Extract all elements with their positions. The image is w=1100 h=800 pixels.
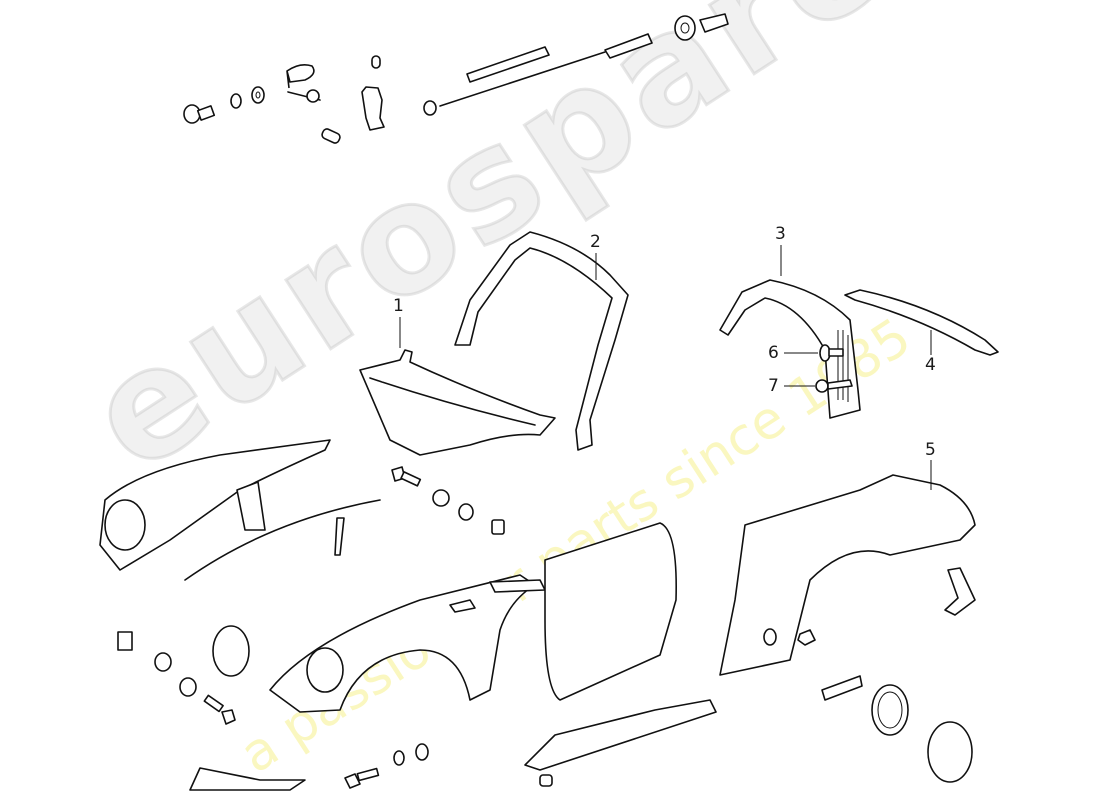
callout-5[interactable]: 5 bbox=[925, 440, 936, 460]
washer-icon bbox=[415, 743, 429, 761]
washer-icon bbox=[423, 100, 437, 116]
bolt-icon bbox=[183, 104, 216, 124]
top-hardware-group bbox=[183, 13, 729, 144]
washer-icon bbox=[179, 677, 197, 697]
plate-icon bbox=[821, 675, 863, 701]
callout-7[interactable]: 7 bbox=[768, 376, 779, 396]
strut-icon bbox=[604, 33, 653, 59]
fender-bracket-icon bbox=[236, 481, 266, 531]
door-panel bbox=[544, 522, 677, 701]
cable-line bbox=[439, 51, 606, 107]
hole-icon bbox=[763, 628, 777, 646]
washer-icon bbox=[251, 86, 265, 104]
vent-icon bbox=[449, 599, 476, 613]
part-6-fastener bbox=[819, 344, 844, 362]
washer-icon bbox=[432, 489, 450, 507]
callout-2[interactable]: 2 bbox=[590, 232, 601, 252]
callout-1[interactable]: 1 bbox=[393, 296, 404, 316]
headlamp-icon bbox=[306, 647, 344, 693]
boot-icon bbox=[699, 13, 729, 33]
part-7-screw bbox=[815, 379, 853, 393]
bumper-bracket-icon bbox=[189, 767, 306, 791]
callout-3[interactable]: 3 bbox=[775, 224, 786, 244]
bolt-icon bbox=[203, 694, 236, 725]
fuel-cap-icon bbox=[927, 721, 973, 783]
plug-icon bbox=[539, 774, 553, 787]
nut-icon bbox=[797, 629, 816, 646]
trim-piece-icon bbox=[334, 517, 345, 556]
washer-icon bbox=[458, 503, 474, 521]
bolt-icon bbox=[391, 466, 422, 487]
part-3-trim bbox=[719, 279, 861, 419]
plug-icon bbox=[371, 55, 381, 69]
trim-strip-line bbox=[184, 499, 381, 581]
front-body-panel bbox=[269, 574, 536, 713]
cowl-strip-icon bbox=[489, 579, 546, 593]
washer-icon bbox=[154, 652, 172, 672]
callout-4[interactable]: 4 bbox=[925, 355, 936, 375]
pin-icon bbox=[321, 128, 341, 144]
callout-6[interactable]: 6 bbox=[768, 343, 779, 363]
bracket-icon bbox=[944, 567, 976, 616]
part-4-rail bbox=[844, 289, 999, 356]
part-2-frame bbox=[454, 231, 629, 451]
grommet-icon bbox=[674, 15, 696, 41]
part-1-cowl bbox=[359, 349, 556, 456]
sill-panel bbox=[524, 699, 717, 771]
lock-washer-icon bbox=[230, 93, 242, 109]
rod-icon bbox=[466, 46, 550, 83]
headlamp-bowl-icon bbox=[104, 499, 146, 551]
bracket-cover-icon bbox=[286, 64, 315, 89]
part-5-quarter-panel bbox=[719, 474, 976, 676]
latch-icon bbox=[361, 86, 385, 131]
headlamp-ring-icon bbox=[212, 625, 250, 677]
clip-icon bbox=[491, 519, 505, 535]
lock-washer-icon bbox=[393, 750, 405, 766]
spring-icon bbox=[306, 89, 320, 103]
bracket-icon bbox=[117, 631, 133, 651]
bolt-icon bbox=[344, 767, 380, 789]
